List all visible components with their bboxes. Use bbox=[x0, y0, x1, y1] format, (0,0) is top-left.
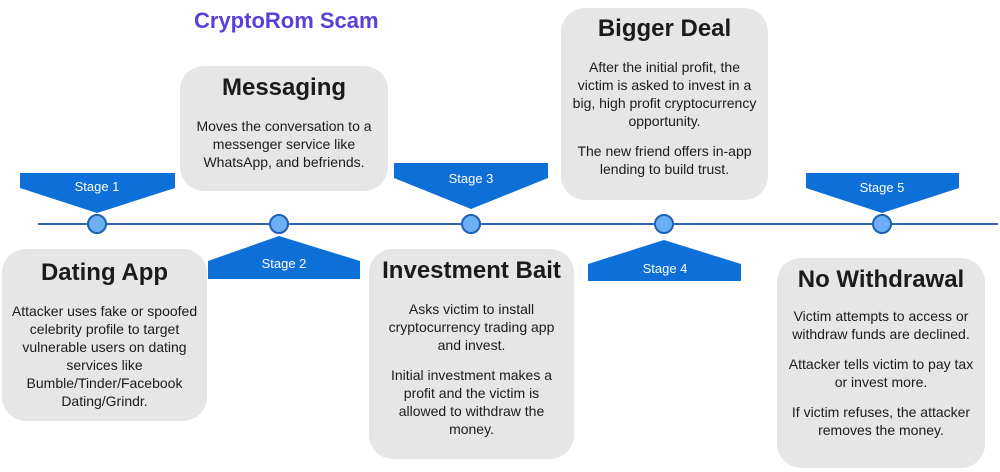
stage-5-label: Stage 5 bbox=[859, 180, 905, 195]
stage-5-text-1: Victim attempts to access or withdraw fu… bbox=[792, 307, 970, 342]
stage-3-dot bbox=[461, 214, 481, 234]
stage-1-card: Dating App Attacker uses fake or spoofed… bbox=[2, 249, 207, 421]
diagram-title: CryptoRom Scam bbox=[194, 8, 379, 33]
stage-5-heading: No Withdrawal bbox=[797, 266, 965, 293]
stage-4-text-2: The new friend offers in-app lending to … bbox=[577, 142, 752, 177]
stage-5-pennant bbox=[806, 173, 959, 213]
stage-1-dot bbox=[87, 214, 107, 234]
stage-1-label: Stage 1 bbox=[74, 179, 120, 194]
stage-3-text-2: Initial investment makes a profit and th… bbox=[390, 366, 553, 437]
stage-5-text-3: If victim refuses, the attacker removes … bbox=[791, 403, 971, 438]
stage-4-text-1: After the initial profit, the victim is … bbox=[572, 58, 757, 129]
stage-1-pennant bbox=[20, 173, 175, 213]
stage-2-pennant bbox=[208, 236, 360, 279]
stage-2-card: Messaging Moves the conversation to a me… bbox=[180, 66, 388, 191]
stage-3-card: Investment Bait Asks victim to install c… bbox=[369, 249, 574, 459]
stage-3-pennant bbox=[394, 163, 548, 209]
stage-2-heading: Messaging bbox=[221, 74, 347, 101]
stage-4-label: Stage 4 bbox=[642, 261, 688, 276]
stage-1-heading: Dating App bbox=[40, 259, 169, 286]
stage-1-text: Attacker uses fake or spoofed celebrity … bbox=[11, 302, 198, 409]
stage-4-pennant bbox=[588, 240, 741, 281]
stage-5-text-2: Attacker tells victim to pay tax or inve… bbox=[788, 355, 974, 390]
stage-3-text-1: Asks victim to install cryptocurrency tr… bbox=[388, 300, 555, 353]
stage-2-label: Stage 2 bbox=[261, 256, 307, 271]
stage-4-card: Bigger Deal After the initial profit, th… bbox=[561, 8, 768, 200]
stage-2-dot bbox=[269, 214, 289, 234]
stage-3-heading: Investment Bait bbox=[382, 257, 561, 284]
stage-3-label: Stage 3 bbox=[448, 171, 494, 186]
stage-5-dot bbox=[872, 214, 892, 234]
stage-4-dot bbox=[654, 214, 674, 234]
stage-2-text: Moves the conversation to a messenger se… bbox=[196, 117, 372, 170]
stage-5-card: No Withdrawal Victim attempts to access … bbox=[777, 258, 985, 468]
stage-4-heading: Bigger Deal bbox=[597, 15, 732, 42]
